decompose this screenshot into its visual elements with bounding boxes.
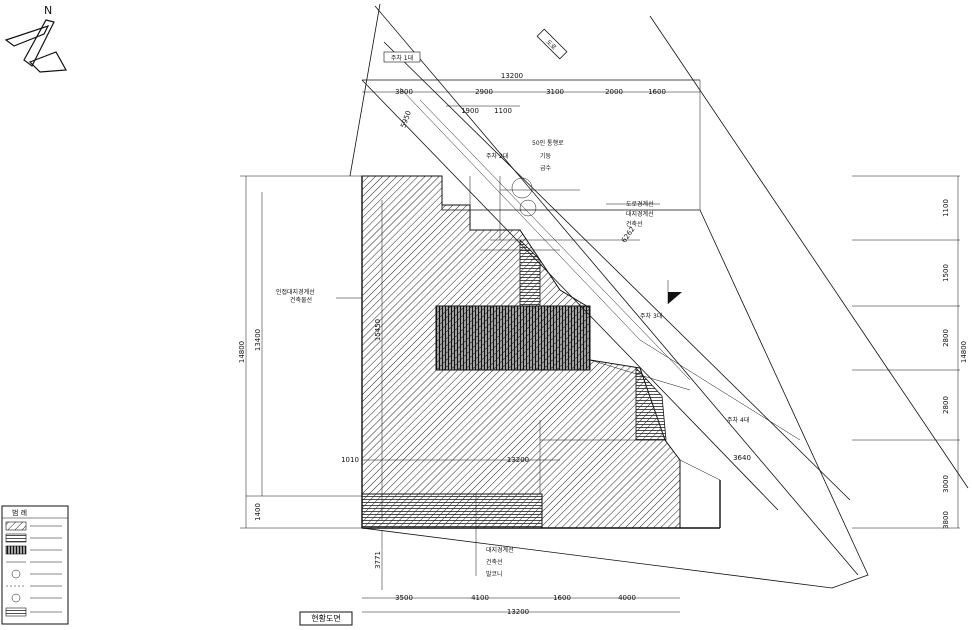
balcony-area (361, 493, 543, 529)
dim-left-inner: 13400 (254, 329, 262, 351)
dim-right-3: 2800 (942, 329, 950, 347)
dim-left-outer: 14800 (238, 341, 246, 363)
dim-right-1: 1100 (942, 199, 950, 217)
legend-box: 범 례 (1, 505, 69, 625)
legend-swatch-2 (5, 533, 27, 543)
note-parking-2: 주차 2대 (486, 152, 508, 160)
dim-top-sub-2: 1100 (494, 107, 512, 115)
legend-swatch-7 (11, 593, 21, 603)
note-column: 기둥 (540, 152, 552, 160)
road-lines (349, 3, 969, 576)
annotations: 주차 1대 50인 통행로 주차 2대 기둥 급수 도로경계선 대지경계선 건축… (276, 51, 749, 578)
north-label: N (44, 4, 52, 17)
note-bldg-b: 대지경계선 (626, 210, 654, 218)
dim-inner-vertical: 15450 (374, 319, 382, 341)
dim-left-low: 1400 (254, 503, 262, 521)
title-box: 현황도면 (299, 611, 353, 626)
note-left-a: 인접대지경계선 (276, 288, 315, 296)
building-footprint (361, 175, 721, 529)
north-arrow-icon: N (4, 4, 67, 73)
dim-bottom-2: 4100 (471, 594, 489, 602)
note-left-b: 건축물선 (290, 296, 312, 304)
dim-top-3: 3100 (546, 88, 564, 96)
legend-swatch-1 (5, 521, 27, 531)
note-bldg-c: 건축선 (626, 220, 643, 228)
interior-lines (399, 87, 801, 494)
dense-hatch-area (435, 305, 591, 371)
dim-top-2: 2900 (475, 88, 493, 96)
dim-top-total: 13200 (501, 72, 523, 80)
dim-top-4: 2000 (605, 88, 623, 96)
dimension-labels: 13200 3800 2900 3100 2000 1600 1900 1100… (238, 72, 968, 616)
dim-diag-c: 3640 (733, 454, 751, 462)
note-water: 급수 (540, 165, 552, 172)
drawing-title: 현황도면 (311, 613, 340, 623)
dim-bottom-vertical: 3771 (374, 551, 382, 569)
legend-title: 범 례 (12, 508, 27, 517)
dim-right-total: 14800 (960, 341, 968, 363)
note-bottom-b: 건축선 (486, 558, 503, 566)
dim-bottom-4: 4000 (618, 594, 636, 602)
dim-top-1: 3800 (395, 88, 413, 96)
dim-right-5: 3000 (942, 475, 950, 493)
dim-right-4: 2800 (942, 396, 950, 414)
dim-left-small: 1010 (341, 456, 359, 464)
dim-top-5: 1600 (648, 88, 666, 96)
dim-diag-b: 6262 (620, 225, 637, 244)
note-parking-3: 주차 3대 (640, 312, 662, 320)
dim-bottom-1: 3500 (395, 594, 413, 602)
note-top-left-tag: 주차 1대 (391, 54, 413, 62)
dim-bottom-total: 13200 (507, 608, 529, 616)
legend-swatch-3 (5, 545, 27, 555)
dim-top-sub-1: 1900 (461, 107, 479, 115)
arrow-marker-icon (668, 292, 682, 304)
dim-mid-total: 13200 (507, 456, 529, 464)
legend-swatch-5 (11, 569, 21, 579)
dimension-lines (240, 79, 960, 613)
note-parking-4: 주차 4대 (727, 416, 749, 424)
road-label-tag: 도로 (536, 28, 568, 60)
note-bottom-c: 발코니 (486, 570, 503, 578)
legend-swatch-8 (5, 607, 27, 617)
dim-diag-a: 5950 (399, 110, 413, 129)
note-bottom-a: 대지경계선 (486, 546, 514, 554)
dim-bottom-3: 1600 (553, 594, 571, 602)
dim-right-2: 1500 (942, 264, 950, 282)
dim-right-6: 3800 (942, 511, 950, 529)
note-exhaust: 50인 통행로 (532, 139, 564, 147)
